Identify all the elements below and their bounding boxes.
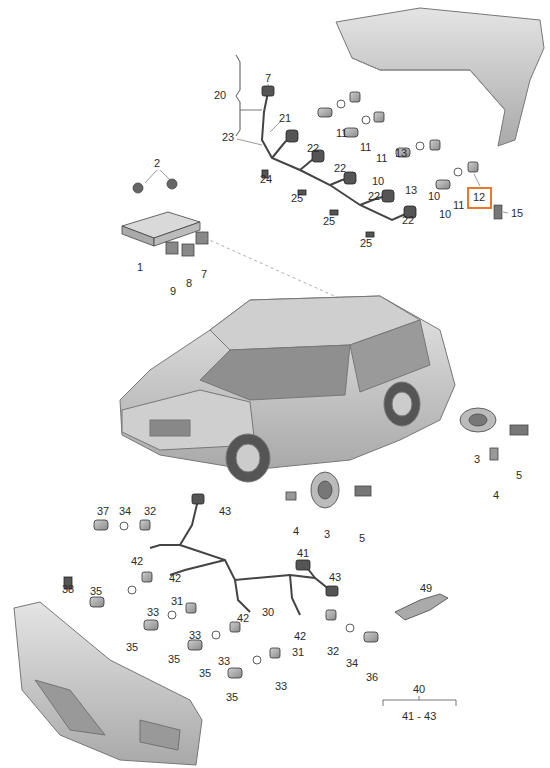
callout-number: 30: [261, 606, 275, 618]
callout-number: 22: [333, 162, 347, 174]
callout-number: 5: [358, 532, 366, 544]
callout-number: 33: [146, 606, 160, 618]
callout-number: 9: [169, 285, 177, 297]
callout-number: 11: [335, 127, 348, 139]
callout-number: 10: [427, 190, 441, 202]
callout-number: 43: [328, 571, 342, 583]
callout-number: 32: [326, 645, 340, 657]
callout-number: 33: [274, 680, 288, 692]
callout-number: 42: [293, 630, 307, 642]
callout-number: 37: [96, 505, 110, 517]
callout-number: 11: [359, 141, 372, 153]
callout-number: 35: [198, 667, 212, 679]
callout-number: 24: [259, 173, 273, 185]
callout-number: 35: [89, 585, 103, 597]
callout-number: 11: [375, 152, 388, 164]
callout-number: 41: [296, 547, 310, 559]
front-bumper: [14, 602, 202, 765]
callout-number: 34: [345, 657, 359, 669]
callout-number: 22: [306, 142, 320, 154]
callout-number: 4: [492, 489, 500, 501]
callout-number: 25: [290, 192, 304, 204]
callout-number: 13: [404, 184, 418, 196]
highlight-box: 12: [467, 187, 492, 209]
callout-number: 42: [236, 612, 250, 624]
callout-number: 25: [359, 237, 373, 249]
callout-number: 3: [473, 453, 481, 465]
callout-number: 49: [419, 582, 433, 594]
callout-number: 43: [218, 505, 232, 517]
callout-number: 7: [200, 268, 208, 280]
callout-number: 35: [167, 653, 181, 665]
callout-number: 4: [292, 525, 300, 537]
callout-number: 33: [188, 629, 202, 641]
callout-number: 10: [438, 208, 452, 220]
callout-number: 25: [322, 215, 336, 227]
callout-number: 32: [143, 505, 157, 517]
callout-number: 34: [118, 505, 132, 517]
callout-number: 2: [153, 157, 161, 169]
callout-number: 40: [412, 683, 426, 695]
callout-number: 12: [473, 191, 486, 203]
callout-number: 11: [452, 199, 465, 211]
callout-number: 42: [168, 572, 182, 584]
callout-number: 42: [130, 555, 144, 567]
car-body: [120, 296, 455, 470]
callout-number: 15: [510, 207, 524, 219]
callout-number: 41 - 43: [401, 710, 437, 722]
callout-number: 31: [170, 595, 184, 607]
callout-number: 35: [125, 641, 139, 653]
callout-number: 36: [365, 671, 379, 683]
callout-number: 23: [221, 131, 235, 143]
callout-number: 7: [264, 72, 272, 84]
callout-number: 8: [185, 277, 193, 289]
rear-bumper: [336, 8, 544, 146]
callout-number: 3: [323, 528, 331, 540]
callout-number: 13: [394, 147, 408, 159]
callout-number: 22: [367, 190, 381, 202]
callout-number: 35: [225, 691, 239, 703]
callout-number: 22: [401, 214, 415, 226]
callout-number: 5: [515, 469, 523, 481]
callout-number: 10: [371, 175, 385, 187]
callout-number: 21: [278, 112, 292, 124]
callout-number: 1: [136, 261, 144, 273]
callout-number: 20: [213, 89, 227, 101]
callout-number: 38: [61, 583, 75, 595]
callout-number: 33: [217, 655, 231, 667]
callout-number: 31: [291, 646, 305, 658]
